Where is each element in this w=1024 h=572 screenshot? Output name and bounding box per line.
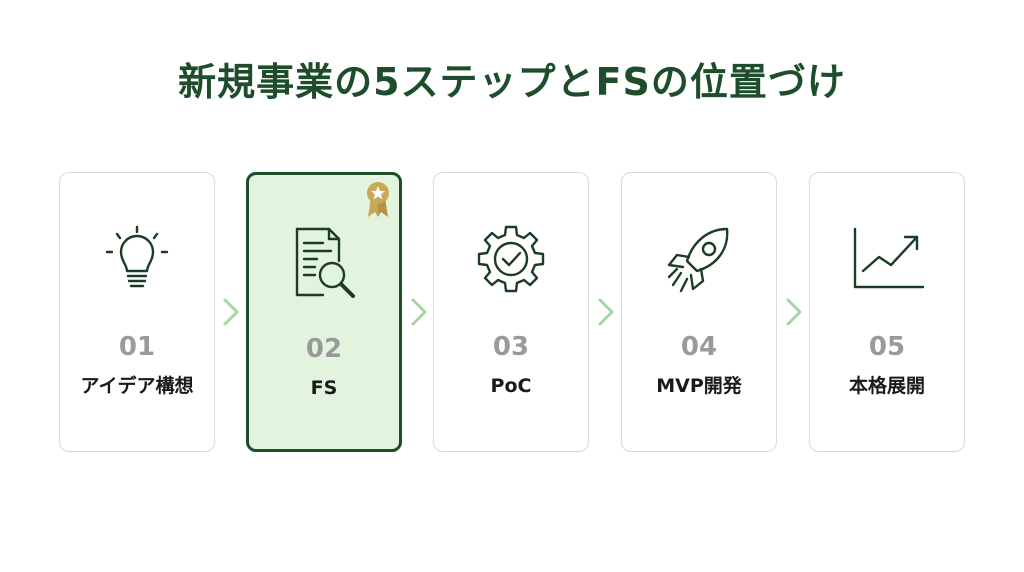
step-card-5: 05 本格展開 [809,172,965,452]
step-number: 05 [868,332,906,362]
step-number: 01 [118,332,156,362]
award-ribbon-icon [363,179,393,219]
step-label: MVP開発 [656,375,742,397]
page-title: 新規事業の5ステップとFSの位置づけ [178,60,846,104]
document-search-icon [283,223,363,303]
chevron-right-icon [784,296,804,328]
chevron-right-icon [409,296,429,328]
growth-chart-icon [847,221,927,301]
step-number: 03 [492,332,530,362]
chevron-right-icon [596,296,616,328]
step-card-2: 02 FS [246,172,402,452]
gear-check-icon [471,221,551,301]
step-label: アイデア構想 [80,375,194,397]
step-card-1: 01 アイデア構想 [59,172,215,452]
step-card-3: 03 PoC [433,172,589,452]
step-number: 02 [305,334,343,364]
rocket-icon [659,221,739,301]
chevron-right-icon [221,296,241,328]
step-card-4: 04 MVP開発 [621,172,777,452]
step-number: 04 [680,332,718,362]
step-label: PoC [490,375,532,397]
lightbulb-icon [97,221,177,301]
step-label: FS [310,377,338,399]
step-label: 本格展開 [848,375,925,397]
